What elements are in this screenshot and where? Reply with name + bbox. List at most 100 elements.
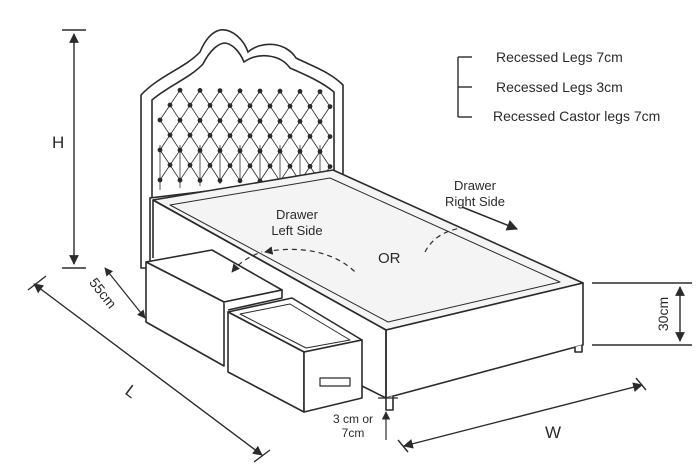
drawer-left-line-1: Drawer: [276, 207, 318, 222]
tuft-stitch: [199, 150, 211, 166]
tuft-stitch: [239, 135, 251, 152]
tuft-stitch: [249, 90, 261, 107]
tuft-stitch: [309, 91, 321, 107]
tuft-stitch: [279, 120, 291, 137]
tuft-stitch: [319, 151, 331, 167]
tuft-stitch: [189, 90, 201, 106]
tuft-stitch: [159, 149, 171, 166]
tuft-stitch: [209, 150, 221, 166]
drawer-direction-arcs: [231, 227, 463, 273]
tuft-stitch: [309, 151, 321, 167]
tuft-stitch: [179, 164, 191, 181]
tuft-stitch: [289, 105, 301, 122]
tuft-stitch: [269, 105, 281, 122]
tuft-stitch: [319, 91, 331, 107]
tuft-stitch: [189, 120, 201, 136]
tuft-stitch: [229, 150, 241, 166]
tuft-stitch: [299, 136, 311, 152]
tuft-stitch: [209, 105, 221, 121]
tuft-stitch: [219, 105, 231, 121]
tuft-stitch: [229, 120, 241, 136]
tuft-stitch: [209, 165, 221, 181]
tuft-stitch: [229, 105, 241, 122]
tuft-stitch: [219, 150, 231, 166]
length-dimension: [27, 275, 271, 463]
tuft-stitch: [319, 106, 331, 122]
bed-base: [152, 169, 584, 411]
tuft-stitch: [299, 91, 311, 107]
tuft-stitch: [259, 150, 271, 167]
tuft-stitch: [199, 165, 211, 181]
tuft-stitch: [229, 165, 241, 182]
tuft-stitch: [249, 150, 261, 167]
tuft-stitch: [319, 121, 331, 137]
drawer-right-line-2: Right Side: [445, 194, 505, 209]
headboard: [140, 29, 344, 269]
tuft-stitch: [199, 135, 211, 151]
tuft-stitch: [179, 149, 191, 166]
tuft-stitch: [259, 105, 271, 122]
tuft-stitch: [289, 151, 301, 167]
tuft-stitch: [199, 90, 211, 106]
legend-item-castor-legs-7cm: Recessed Castor legs 7cm: [493, 108, 661, 124]
leg-height-line-2: 7cm: [341, 426, 365, 440]
drawer-left-side-label: Drawer Left Side: [262, 207, 332, 239]
tuft-stitch: [169, 134, 181, 151]
tuft-stitch: [269, 120, 281, 137]
leg-height-line-1: 3 cm or: [332, 412, 373, 426]
drawer-right-line-1: Drawer: [454, 178, 496, 193]
right-side-arrow: [461, 206, 519, 231]
tuft-stitch: [259, 120, 271, 137]
tuft-stitch: [249, 135, 261, 152]
tuft-stitch: [169, 149, 181, 166]
tuft-stitch: [159, 134, 171, 151]
tuft-stitch: [209, 90, 221, 106]
or-label: OR: [378, 250, 401, 267]
tuft-stitch: [239, 105, 251, 122]
tuft-stitch: [279, 150, 291, 167]
base-height-dimension: [592, 282, 692, 346]
tuft-stitch: [229, 90, 241, 106]
tuft-stitch: [189, 104, 201, 121]
tuft-stitch: [259, 165, 271, 182]
base-height-label: 30cm: [655, 296, 672, 332]
tuft-stitch: [219, 90, 231, 106]
tuft-stitch: [239, 165, 251, 182]
tuft-stitch: [309, 106, 321, 122]
tuft-stitch: [169, 119, 181, 136]
tuft-stitch: [289, 91, 301, 107]
tuft-stitch: [189, 150, 201, 166]
tuft-stitch: [289, 121, 301, 137]
tuft-stitch: [189, 164, 201, 181]
tuft-stitch: [299, 121, 311, 137]
tuft-stitch: [179, 119, 191, 136]
width-label: W: [545, 423, 562, 442]
tuft-stitch: [289, 135, 301, 152]
tuft-stitch: [209, 135, 221, 151]
tuft-stitch: [219, 165, 231, 181]
tuft-stitch: [169, 164, 181, 181]
tuft-stitch: [169, 104, 181, 121]
tuft-stitch: [259, 90, 271, 107]
leg-height-dimension: [378, 397, 398, 440]
tuft-stitch: [259, 135, 271, 152]
tuft-stitch: [309, 121, 321, 137]
height-dimension: [62, 29, 86, 269]
tuft-stitch: [199, 105, 211, 121]
tuft-stitch: [269, 150, 281, 167]
width-dimension: [397, 377, 647, 453]
legend-item-legs-3cm: Recessed Legs 3cm: [496, 79, 623, 95]
tuft-stitch: [279, 135, 291, 152]
tuft-stitch: [249, 120, 261, 137]
tuft-stitch: [309, 136, 321, 152]
tuft-stitch: [239, 150, 251, 167]
drawer-left-line-2: Left Side: [271, 223, 323, 238]
tuft-stitch: [159, 104, 171, 121]
tuft-stitch: [179, 104, 191, 121]
tuft-stitch: [179, 89, 191, 106]
tuft-stitch: [229, 135, 241, 152]
tuft-stitch: [249, 165, 261, 182]
tuft-stitch: [299, 106, 311, 122]
tuft-stitch: [219, 120, 231, 136]
